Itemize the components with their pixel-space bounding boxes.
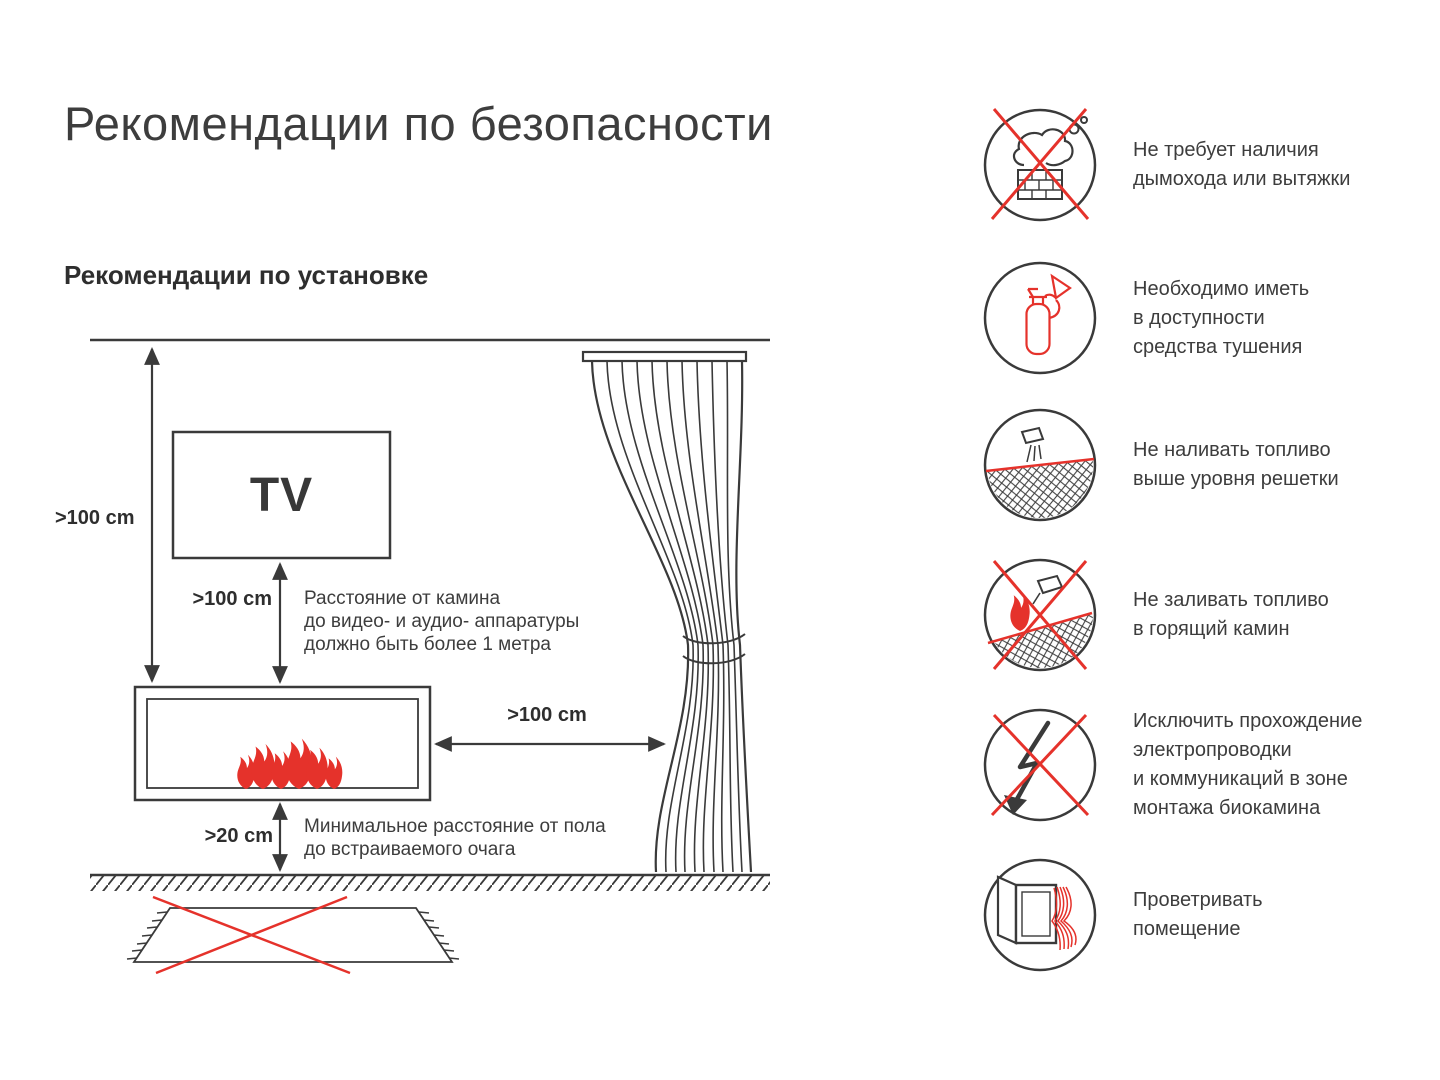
note-tv-distance: Расстояние от камина до видео- и аудио- … (304, 588, 580, 656)
red-cross (992, 560, 1088, 670)
smoke-cloud (1012, 128, 1074, 167)
no-electric-wiring-icon (983, 708, 1097, 822)
dimension-label-tv: >100 cm (192, 588, 272, 610)
dimension-label-curtain: >100 cm (507, 704, 587, 726)
safety-item-no-wiring: Исключить прохождение электропроводки и … (982, 705, 1422, 825)
burner-grate (987, 606, 1093, 668)
safety-item-text: Необходимо иметь в доступности средства … (1133, 277, 1310, 358)
open-window-pane (996, 875, 1018, 945)
fireplace-box (133, 685, 432, 802)
safety-item-fuel-level: Не наливать топливо выше уровня решетки (982, 405, 1422, 525)
carpet-red-cross (152, 895, 351, 975)
curtain-tieback (682, 633, 746, 645)
fuel-canister (1036, 574, 1064, 595)
blowing-curtain (1051, 886, 1077, 951)
fuel-stream (1032, 592, 1041, 605)
lightning-arrowhead (1004, 795, 1027, 815)
safety-item-text: Исключить прохождение электропроводки и … (1133, 710, 1363, 819)
no-chimney-icon (983, 108, 1097, 222)
carpet-fringe (126, 911, 460, 960)
fuel-level-line (985, 457, 1095, 473)
red-cross (990, 713, 1090, 817)
safety-item-text: Не заливать топливо в горящий камин (1133, 589, 1329, 640)
safety-item-no-refuel: Не заливать топливо в горящий камин (982, 555, 1422, 675)
dimension-label-floor: >20 cm (204, 825, 273, 847)
page-title: Рекомендации по безопасности (64, 97, 773, 150)
lightning-bolt (1013, 720, 1051, 804)
safety-item-text: Проветривать помещение (1133, 889, 1263, 940)
tv-label: TV (249, 468, 314, 522)
safety-item-no-chimney: Не требует наличия дымохода или вытяжки (982, 105, 1422, 225)
floor-line (90, 873, 770, 891)
curtain (581, 350, 753, 873)
burner-grate (987, 456, 1093, 518)
ventilate-room-icon (983, 858, 1097, 972)
section-title-installation: Рекомендации по установке (64, 260, 429, 290)
carpet (126, 895, 460, 975)
note-floor-distance: Минимальное расстояние от пола до встраи… (304, 816, 606, 861)
fuel-stream (1026, 444, 1042, 463)
safety-item-extinguisher: Необходимо иметь в доступности средства … (982, 258, 1422, 378)
red-cross (990, 108, 1090, 220)
no-refuel-burning-icon (983, 558, 1097, 672)
safety-item-ventilate: Проветривать помещение (982, 855, 1422, 975)
fuel-level-icon (983, 408, 1097, 522)
safety-item-text: Не требует наличия дымохода или вытяжки (1133, 139, 1351, 190)
fuel-spout (1020, 426, 1045, 445)
dimension-label-ceiling: >100 cm (55, 507, 135, 529)
safety-item-text: Не наливать топливо выше уровня решетки (1133, 439, 1339, 490)
curtain-rod (581, 350, 748, 363)
tv-box (171, 430, 392, 560)
fire-extinguisher-icon (983, 261, 1097, 375)
